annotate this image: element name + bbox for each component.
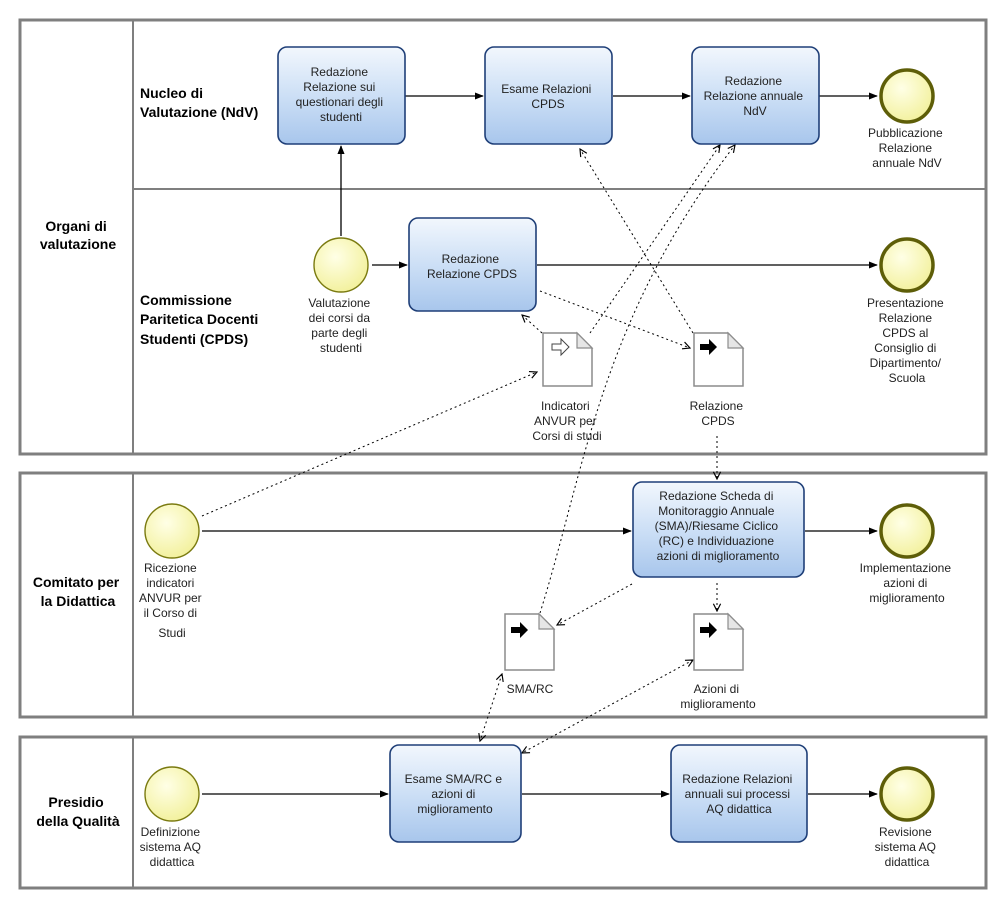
output-arrow-icon	[511, 622, 528, 638]
task-esame-relazioni-cpds[interactable]: Esame Relazioni CPDS	[484, 46, 613, 145]
lane-label-cpds: Commissione Paritetica Docenti Studenti …	[140, 292, 262, 347]
end-event-implementazione[interactable]: Implementazione azioni di miglioramento	[860, 503, 955, 605]
svg-text:Azioni di miglioramento: Azioni di miglioramento	[680, 682, 756, 711]
svg-text:Esame Relazioni CPDS: Esame Relazioni CPDS	[501, 82, 594, 111]
svg-text:Indicatori ANVUR per: Indicatori ANVUR per Corsi di studi	[532, 399, 601, 443]
assoc-smarc-esame-sma	[480, 674, 502, 741]
task-redazione-relazione-cpds[interactable]: Redazione Relazione CPDS	[408, 217, 537, 312]
assoc-smarc-to-annuale	[539, 145, 735, 614]
data-object-azioni-miglioramento[interactable]: Azioni di miglioramento	[680, 612, 756, 711]
output-arrow-icon	[700, 622, 717, 638]
assoc-cpds-to-doc-relazione	[539, 290, 690, 348]
data-object-relazione-cpds[interactable]: Relazione CPDS	[690, 331, 747, 428]
svg-text:Esame SMA/RC e azioni di: Esame SMA/RC e azioni di miglioramento	[405, 772, 506, 816]
svg-text:Redazione Relazioni annu: Redazione Relazioni annuali sui processi…	[682, 772, 795, 816]
end-event-presentazione[interactable]: Presentazione Relazione CPDS al Consigli…	[867, 237, 947, 385]
end-event-revisione[interactable]: Revisione sistema AQ didattica	[875, 766, 940, 869]
output-arrow-icon	[700, 339, 717, 355]
task-redazione-relazione-questionari[interactable]: Redazione Relazione sui questionari degl…	[277, 46, 406, 145]
svg-text:Redazione Relazione sui: Redazione Relazione sui questionari degl…	[296, 65, 387, 124]
assoc-indicatori-to-annuale	[589, 145, 720, 334]
svg-text:Redazione Relazione annu: Redazione Relazione annuale NdV	[704, 74, 807, 118]
data-associations	[201, 145, 735, 753]
start-event-valutazione-corsi[interactable]: Valutazione dei corsi da parte degli stu…	[308, 237, 373, 355]
svg-text:Revisione sistema AQ: Revisione sistema AQ didattica	[875, 825, 940, 869]
svg-text:Pubblicazione Relazione: Pubblicazione Relazione annuale NdV	[868, 126, 946, 170]
data-object-sma-rc[interactable]: SMA/RC	[504, 612, 556, 696]
task-redazione-relazione-annuale-ndv[interactable]: Redazione Relazione annuale NdV	[691, 46, 820, 145]
data-object-indicatori-anvur[interactable]: Indicatori ANVUR per Corsi di studi	[532, 331, 602, 443]
svg-text:Presentazione Relazione: Presentazione Relazione CPDS al Consigli…	[867, 296, 947, 385]
start-event-definizione[interactable]: Definizione sistema AQ didattica	[140, 766, 205, 869]
svg-text:SMA/RC: SMA/RC	[507, 682, 554, 696]
svg-text:Definizione sistema AQ: Definizione sistema AQ didattica	[140, 825, 205, 869]
start-event-ricezione-indicatori[interactable]: Ricezione indicatori ANVUR per il Corso …	[139, 503, 205, 640]
input-arrow-icon	[551, 337, 570, 357]
sequence-flows	[202, 92, 878, 798]
svg-text:Redazione Scheda di Moni: Redazione Scheda di Monitoraggio Annuale…	[655, 489, 782, 563]
assoc-sma-to-smarc-doc	[557, 583, 633, 625]
lane-label-ndv: Nucleo di Valutazione (NdV)	[140, 85, 258, 120]
svg-text:Valutazione dei corsi da: Valutazione dei corsi da parte degli stu…	[308, 296, 373, 355]
pool-label-comitato: Comitato per la Didattica	[33, 574, 123, 609]
assoc-relazione-to-esame	[580, 149, 694, 334]
svg-text:Ricezione indicatori: Ricezione indicatori ANVUR per il Corso …	[139, 561, 205, 640]
pool-label-valutazione: Organi di valutazione	[40, 218, 116, 252]
task-redazione-scheda-sma[interactable]: Redazione Scheda di Monitoraggio Annuale…	[632, 481, 805, 578]
task-redazione-relazioni-processi[interactable]: Redazione Relazioni annuali sui processi…	[670, 744, 808, 843]
pool-label-presidio: Presidio della Qualità	[36, 794, 119, 829]
task-esame-sma-rc[interactable]: Esame SMA/RC e azioni di miglioramento	[389, 744, 522, 843]
svg-text:Relazione CPDS: Relazione CPDS	[690, 399, 747, 428]
end-event-pubblicazione[interactable]: Pubblicazione Relazione annuale NdV	[868, 68, 946, 170]
assoc-ricezione-to-indicatori	[201, 372, 537, 517]
svg-text:Implementazione azioni d: Implementazione azioni di miglioramento	[860, 561, 955, 605]
svg-text:Redazione Relazione CPDS: Redazione Relazione CPDS	[427, 252, 517, 281]
